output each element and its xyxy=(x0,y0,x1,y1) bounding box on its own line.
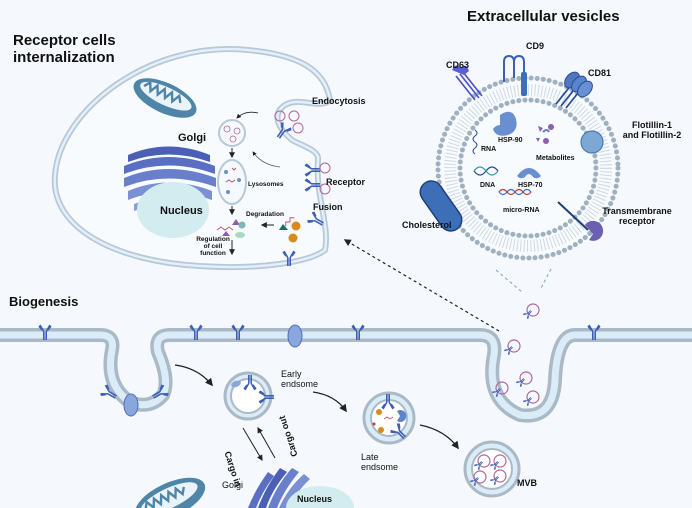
label-regulation: Regulation of cell function xyxy=(194,236,232,257)
rna-icon xyxy=(472,129,478,155)
label-receptor: Receptor xyxy=(326,177,366,187)
label-dna: DNA xyxy=(480,182,496,189)
label-line: Transmembrane xyxy=(602,206,672,216)
hsp70-icon xyxy=(517,168,541,179)
mitochondria-icon xyxy=(134,477,206,508)
label-line: endsome xyxy=(281,379,319,389)
golgi-icon xyxy=(248,468,310,508)
metabolites-icon xyxy=(536,124,554,144)
label-nucleus: Nucleus xyxy=(160,205,203,217)
section-title-internalization: Receptor cells internalization xyxy=(13,32,116,66)
cd81-icon xyxy=(555,71,593,109)
label-line: Early xyxy=(281,369,302,379)
flotillin-icon xyxy=(580,130,604,154)
label-endocytosis: Endocytosis xyxy=(312,96,366,106)
label-late-endosome: Late endsome xyxy=(361,452,398,472)
lysosome-cargo xyxy=(224,167,241,194)
transmembrane-receptor-icon xyxy=(557,201,604,241)
orange-cargo xyxy=(291,221,301,231)
label-lysosomes: Lysosomes xyxy=(248,181,284,188)
extracellular-vesicle xyxy=(435,75,621,261)
label-line: receptor xyxy=(618,216,655,226)
nucleus-icon xyxy=(286,486,354,508)
label-line: and Flotillin-2 xyxy=(622,130,682,140)
label-cd9: CD9 xyxy=(526,41,545,51)
label-flotillin: Flotillin-1 and Flotillin-2 xyxy=(612,120,692,140)
label-cd81: CD81 xyxy=(588,68,612,78)
mvb xyxy=(463,440,521,498)
label-degradation: Degradation xyxy=(246,211,284,218)
micro-rna-icon xyxy=(498,188,532,196)
section-title-ev: Extracellular vesicles xyxy=(467,8,620,25)
label-cholesterol: Cholesterol xyxy=(402,220,452,230)
ev-link-dashed xyxy=(343,239,500,332)
label-line: Flotillin-1 xyxy=(632,120,672,130)
label-nucleus-bottom: Nucleus xyxy=(297,494,333,504)
cd63-icon xyxy=(452,65,483,101)
cd9-icon xyxy=(503,54,527,96)
receptor-cell xyxy=(51,46,334,271)
label-golgi: Golgi xyxy=(178,132,207,144)
label-line: function xyxy=(200,250,226,257)
membrane-channel-icon xyxy=(287,324,303,348)
label-metabolites: Metabolites xyxy=(536,155,575,162)
degradation-products xyxy=(216,219,246,238)
title-line: Receptor cells xyxy=(13,32,116,49)
dna-icon xyxy=(473,166,499,176)
label-line: Late xyxy=(361,452,379,462)
title-line: internalization xyxy=(13,49,115,66)
label-transmembrane-receptor: Transmembrane receptor xyxy=(598,206,676,226)
section-title-biogenesis: Biogenesis xyxy=(9,294,79,309)
label-line: endsome xyxy=(361,462,399,472)
nucleus-icon xyxy=(137,182,209,238)
label-line: Regulation xyxy=(196,236,230,243)
label-golgi-bottom: Golgi xyxy=(222,480,244,490)
hsp90-icon xyxy=(493,111,517,136)
label-line: of cell xyxy=(203,243,223,250)
plasma-membrane xyxy=(0,328,692,423)
early-endosome xyxy=(223,371,275,421)
teal-cargo xyxy=(279,224,288,230)
label-hsp90: HSP-90 xyxy=(498,137,523,144)
label-early-endosome: Early endsome xyxy=(281,369,318,389)
cholesterol-icon xyxy=(419,180,463,232)
label-rna: RNA xyxy=(481,146,497,153)
label-mvb: MVB xyxy=(517,478,537,488)
late-endosome xyxy=(362,391,416,445)
mitochondria-icon xyxy=(133,78,197,118)
label-hsp70: HSP-70 xyxy=(518,182,543,189)
membrane-channel-icon xyxy=(123,393,139,417)
label-fusion: Fusion xyxy=(313,202,343,212)
label-micro-rna: micro-RNA xyxy=(503,207,540,214)
label-cd63: CD63 xyxy=(446,60,470,70)
